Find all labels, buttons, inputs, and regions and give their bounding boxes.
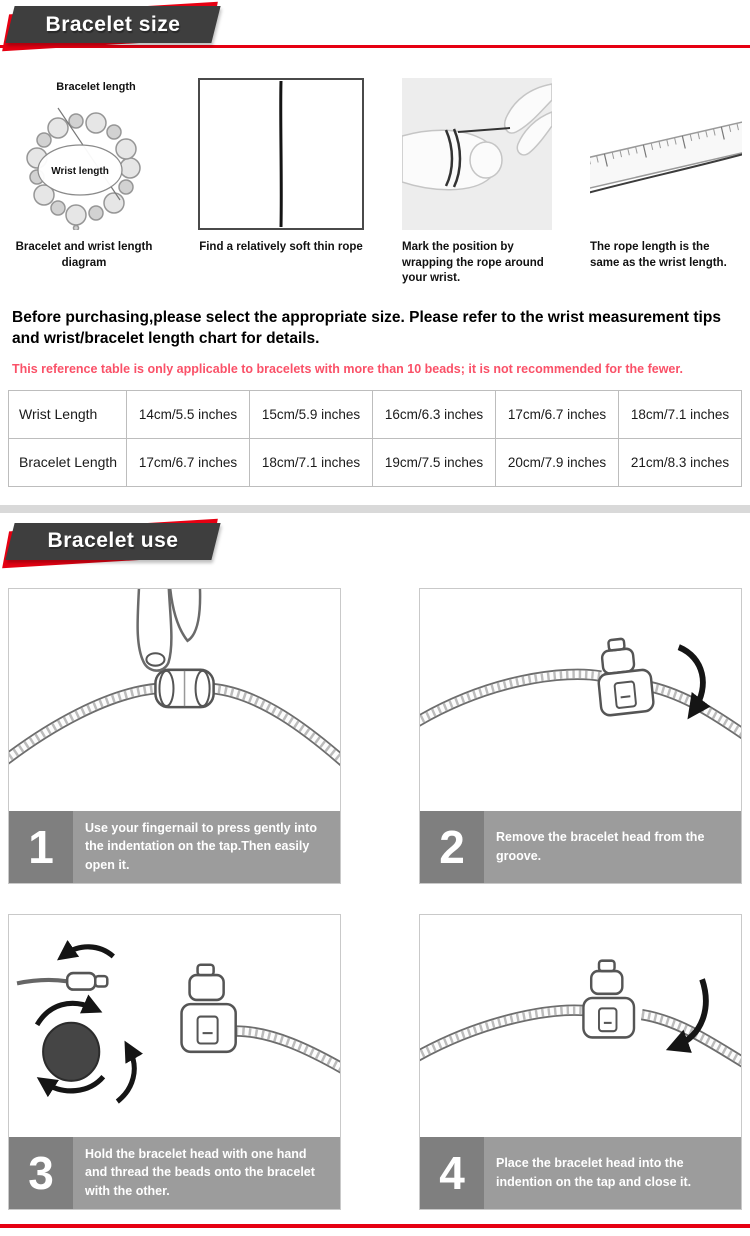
usage-step-panel-2: 2 Remove the bracelet head from the groo…: [419, 587, 742, 884]
table-cell: 14cm/5.5 inches: [126, 389, 250, 439]
wrist-oval: [37, 144, 123, 196]
bracelet-use-title: Bracelet use: [47, 529, 179, 553]
table-cell: 18cm/7.1 inches: [618, 389, 742, 439]
row-label: Wrist Length: [8, 389, 127, 439]
wrist-length-label: Wrist length: [51, 166, 109, 177]
bracelet-diagram-illustration: Bracelet length Wrist length: [8, 78, 160, 230]
measure-caption: Mark the position by wrapping the rope a…: [402, 241, 544, 285]
rotate-arrow-icon: [57, 939, 115, 961]
step-number: 4: [420, 1136, 484, 1209]
open-clasp-icon: [180, 963, 237, 1053]
bracelet-beads: [26, 112, 141, 230]
step-caption-bar: 4 Place the bracelet head into the inden…: [420, 1136, 741, 1209]
step-caption-text: Place the bracelet head into the indenti…: [496, 1156, 692, 1189]
thread-direction-arrow-icon: [115, 1040, 144, 1104]
measure-step-1: Bracelet length Wrist length Bracelet an…: [8, 78, 160, 287]
measure-step-4: The rope length is the same as the wrist…: [590, 78, 742, 287]
table-cell: 21cm/8.3 inches: [618, 437, 742, 487]
usage-step-panel-3: 3 Hold the bracelet head with one hand a…: [8, 913, 341, 1210]
rotate-arrow-icon: [34, 994, 103, 1027]
open-clasp-icon: [597, 637, 655, 717]
fist-shape: [469, 141, 503, 179]
bracelet-cord: [235, 1025, 340, 1074]
table-row-bracelet-length: Bracelet Length 17cm/6.7 inches 18cm/7.1…: [8, 437, 742, 487]
table-cell: 20cm/7.9 inches: [495, 437, 619, 487]
measure-step-2: Find a relatively soft thin rope: [198, 78, 364, 287]
table-cell: 17cm/6.7 inches: [126, 437, 250, 487]
open-clasp-icon: [582, 959, 636, 1039]
bracelet-end-pin-icon: [16, 971, 109, 991]
ruler-minor-ticks: [590, 119, 742, 168]
warning-text: This reference table is only applicable …: [12, 361, 684, 376]
clasp-barrel-icon: [154, 668, 215, 709]
bead-icon: [42, 1021, 101, 1082]
usage-steps-grid: 1 Use your fingernail to press gently in…: [0, 587, 750, 1210]
measure-caption: Bracelet and wrist length diagram: [15, 241, 153, 269]
close-arrow-icon: [665, 978, 709, 1053]
bracelet-size-title: Bracelet size: [45, 12, 181, 36]
usage-step-panel-1: 1 Use your fingernail to press gently in…: [8, 587, 341, 884]
charm-dangle: [72, 224, 80, 230]
ruler-major-ticks: [590, 117, 742, 176]
table-cell: 15cm/5.9 inches: [249, 389, 373, 439]
wrist-wrap-illustration: [402, 78, 552, 230]
table-row-wrist-length: Wrist Length 14cm/5.5 inches 15cm/5.9 in…: [8, 389, 742, 439]
step4-illustration: [420, 915, 741, 1137]
measure-caption: Find a relatively soft thin rope: [199, 241, 363, 253]
row-label: Bracelet Length: [8, 437, 127, 487]
rotate-arrow-icon: [677, 644, 711, 720]
finger-press-hand-icon: [136, 588, 202, 672]
bottom-red-divider: [0, 1223, 750, 1228]
rope-beside-ruler: [590, 144, 742, 200]
step-number: 2: [420, 810, 484, 883]
rope-end: [457, 127, 511, 133]
top-red-divider: [0, 45, 750, 48]
step1-illustration: [9, 588, 340, 811]
table-cell: 17cm/6.7 inches: [495, 389, 619, 439]
rope-wrap: [444, 129, 454, 187]
step3-illustration: [9, 915, 340, 1137]
step2-illustration: [420, 589, 741, 811]
rotate-arrow-icon: [36, 1074, 106, 1098]
step-caption-text: Hold the bracelet head with one hand and…: [85, 1146, 315, 1199]
rope-line: [279, 80, 283, 228]
upper-hand-finger: [504, 83, 552, 134]
measure-caption: The rope length is the same as the wrist…: [590, 241, 727, 269]
upper-hand-finger: [516, 111, 552, 156]
gray-divider: [0, 504, 750, 513]
table-cell: 16cm/6.3 inches: [372, 389, 496, 439]
rope-wrap: [452, 128, 462, 188]
step-number: 3: [9, 1136, 73, 1209]
section-header-bracelet-use: Bracelet use: [2, 518, 221, 569]
measure-step-3: Mark the position by wrapping the rope a…: [402, 78, 552, 287]
table-cell: 18cm/7.1 inches: [249, 437, 373, 487]
ruler-illustration: [590, 78, 742, 230]
step-caption-bar: 1 Use your fingernail to press gently in…: [9, 810, 340, 883]
intro-text: Before purchasing,please select the appr…: [12, 308, 721, 348]
step-caption-bar: 3 Hold the bracelet head with one hand a…: [9, 1136, 340, 1209]
step-caption-text: Use your fingernail to press gently into…: [85, 820, 317, 873]
section-header-bracelet-size: Bracelet size: [2, 1, 221, 52]
usage-step-panel-4: 4 Place the bracelet head into the inden…: [419, 913, 742, 1210]
bracelet-cord: [420, 1004, 741, 1068]
table-cell: 19cm/7.5 inches: [372, 437, 496, 487]
measurement-steps-row: Bracelet length Wrist length Bracelet an…: [0, 78, 750, 287]
step-caption-text: Remove the bracelet head from the groove…: [496, 830, 705, 863]
step-number: 1: [9, 810, 73, 883]
bracelet-cord: [9, 682, 340, 767]
rope-illustration: [198, 78, 364, 230]
bracelet-length-label: Bracelet length: [56, 81, 136, 93]
bracelet-cord: [420, 668, 741, 740]
step-caption-bar: 2 Remove the bracelet head from the groo…: [420, 810, 741, 883]
size-chart-table: Wrist Length 14cm/5.5 inches 15cm/5.9 in…: [8, 389, 742, 487]
